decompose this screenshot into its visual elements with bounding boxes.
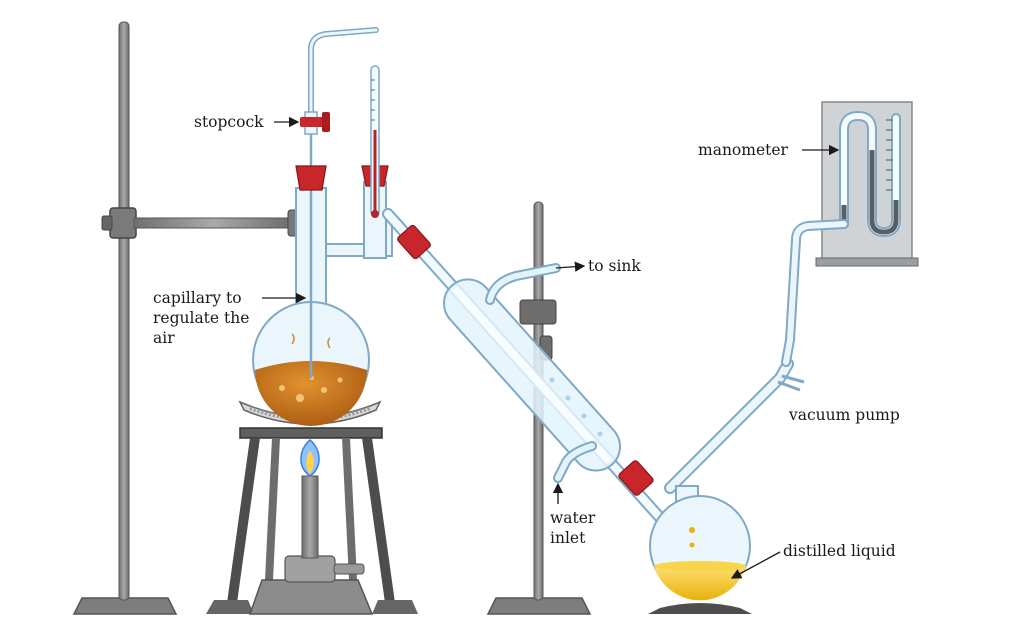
vapour-wisps [291, 333, 331, 349]
manometer-scale [886, 119, 892, 191]
condenser-stand-base [486, 597, 592, 615]
manometer-label: manometer [698, 141, 788, 159]
stopcock-label: stopcock [194, 113, 264, 131]
burner-barrel [301, 475, 319, 559]
clamp-arm [133, 217, 295, 229]
drop [689, 527, 695, 533]
manometer-connector-tube [783, 221, 847, 365]
gas-inlet [333, 563, 365, 575]
clamp-screw [101, 215, 113, 231]
bunsen-burner [248, 439, 374, 615]
drop [689, 542, 695, 548]
receiving-flask [648, 358, 805, 614]
capillary-label: capillary to regulate the air [153, 289, 250, 347]
bubble [337, 377, 343, 383]
distillate [654, 563, 746, 601]
left-stand-rod [118, 21, 130, 601]
distilled-liquid-label: distilled liquid [783, 542, 896, 560]
vacuum-pump-label: vacuum pump [789, 406, 900, 424]
tripod-leg-right [362, 438, 396, 610]
receiver-stand [648, 603, 752, 614]
burner-base [248, 579, 374, 615]
tripod-stand [206, 427, 418, 614]
thermometer [370, 65, 380, 218]
clamp-boss-head [109, 207, 137, 239]
tripod-top [239, 427, 383, 439]
vacuum-pump-connector [777, 380, 801, 392]
bubble [296, 394, 304, 402]
thermometer-bulb [371, 210, 379, 218]
tripod-foot-right [372, 600, 418, 614]
bubble [321, 387, 327, 393]
boiling-liquid [255, 361, 367, 426]
flame-inner-icon [306, 450, 314, 474]
manometer-mercury [869, 150, 899, 235]
receiver-stopper [618, 460, 654, 496]
tripod-leg-back-right [342, 438, 358, 600]
to-sink-arrow [555, 261, 586, 272]
manometer-base [815, 257, 919, 267]
tripod-leg-left [226, 438, 260, 610]
stopcock-key [322, 112, 330, 132]
condenser-top-stopper [397, 224, 431, 260]
thermometer-mercury [373, 130, 377, 212]
water-inlet-tube [555, 443, 595, 481]
vacuum-side-tube [666, 360, 792, 492]
water-outlet-tube [487, 265, 559, 303]
bubble [279, 385, 285, 391]
condenser-clamp [519, 299, 557, 325]
annotation-arrows [262, 116, 840, 579]
burner-collar [284, 555, 336, 583]
left-stand-base [72, 597, 178, 615]
distilled-liquid-arrow [730, 551, 781, 579]
flask-stopper [295, 165, 327, 191]
water-inlet-label: water inlet [550, 509, 596, 547]
liebig-condenser [382, 208, 686, 546]
left-retort-stand [72, 21, 301, 615]
manometer [781, 101, 919, 367]
tripod-foot-left [206, 600, 254, 614]
capillary-inlet-tube [308, 27, 379, 133]
to-sink-label: to sink [588, 257, 641, 275]
distillation-flask [252, 27, 393, 426]
tripod-leg-back-left [264, 438, 280, 600]
